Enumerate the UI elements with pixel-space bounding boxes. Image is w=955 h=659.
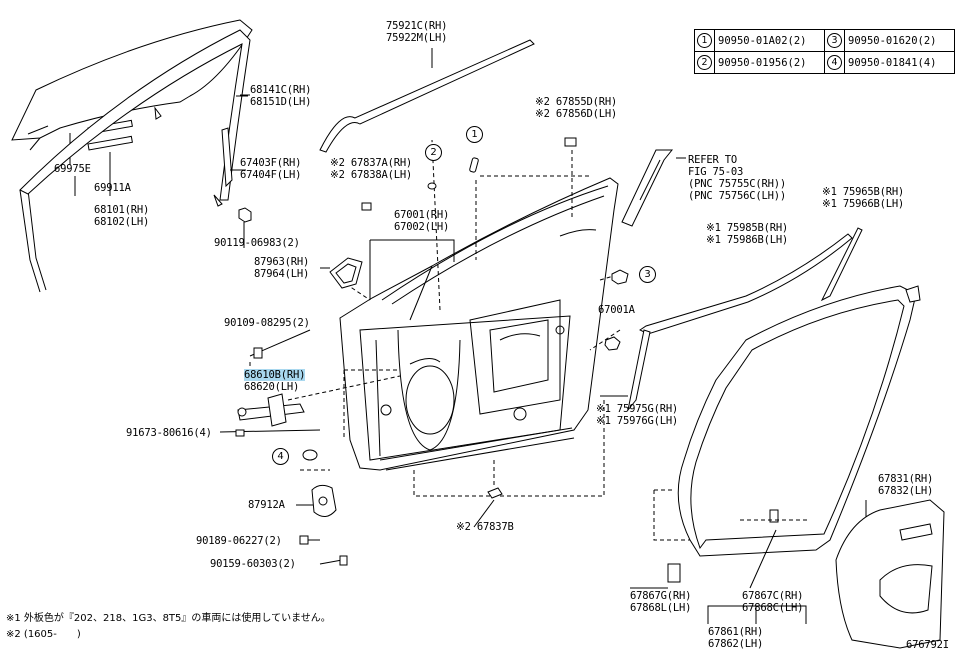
clip-67855-drawing <box>564 137 577 147</box>
legend-num-2: 2 <box>697 55 712 70</box>
callout-4: 4 <box>272 448 289 465</box>
callout-1: 1 <box>466 126 483 143</box>
inner-panel-drawing <box>835 499 945 649</box>
label-69975e[interactable]: 69975E <box>54 163 91 175</box>
door-panel-drawing <box>339 177 619 471</box>
footnote-1: ※1 外板色が『202、218、1G3、8T5』の車両には使用していません。 <box>6 613 331 624</box>
label-75921c[interactable]: 75921C(RH)75922M(LH) <box>386 20 448 44</box>
legend-num-4: 4 <box>827 55 842 70</box>
label-67001a[interactable]: 67001A <box>598 304 635 316</box>
label-90119[interactable]: 90119-06983(2) <box>214 237 300 249</box>
label-69911a[interactable]: 69911A <box>94 182 131 194</box>
legend-part-1: 90950-01A02(2) <box>714 29 825 52</box>
legend-part-4: 90950-01841(4) <box>844 51 955 74</box>
footnote-2: ※2 (1605- ) <box>6 629 81 640</box>
label-75965b[interactable]: ※1 75965B(RH)※1 75966B(LH) <box>822 186 905 210</box>
label-67867g[interactable]: 67867G(RH)67868L(LH) <box>630 590 692 614</box>
label-87963[interactable]: 87963(RH)87964(LH) <box>254 256 310 280</box>
label-87912a[interactable]: 87912A <box>248 499 285 511</box>
clip-67837a-drawing <box>361 202 372 211</box>
label-91673[interactable]: 91673-80616(4) <box>126 427 212 439</box>
diagram-id: 676792I <box>906 639 949 651</box>
label-90109[interactable]: 90109-08295(2) <box>224 317 310 329</box>
legend-num-1: 1 <box>697 33 712 48</box>
garnish-drawing <box>221 127 233 188</box>
legend-part-3: 90950-01620(2) <box>844 29 955 52</box>
belt-moulding-drawing <box>319 39 535 153</box>
label-90159[interactable]: 90159-60303(2) <box>210 558 296 570</box>
door-check-drawing <box>235 347 305 437</box>
label-67403f[interactable]: 67403F(RH)67404F(LH) <box>240 157 302 181</box>
cover-87963-drawing <box>329 257 363 289</box>
label-90189[interactable]: 90189-06227(2) <box>196 535 282 547</box>
label-68620[interactable]: 68620(LH) <box>244 381 300 393</box>
label-68141c[interactable]: 68141C(RH)68151D(LH) <box>250 84 312 108</box>
label-75985b[interactable]: ※1 75985B(RH)※1 75986B(LH) <box>706 222 789 246</box>
lock-striker-drawing <box>311 484 337 517</box>
label-68610b-highlighted[interactable]: 68610B(RH) <box>244 369 306 381</box>
callout-3: 3 <box>639 266 656 283</box>
label-67001[interactable]: 67001(RH)67002(LH) <box>394 209 450 233</box>
label-67837a[interactable]: ※2 67837A(RH)※2 67838A(LH) <box>330 157 413 181</box>
label-75975g[interactable]: ※1 75975G(RH)※1 75976G(LH) <box>596 403 679 427</box>
label-67861[interactable]: 67861(RH)67862(LH) <box>708 626 764 650</box>
legend-num-3: 3 <box>827 33 842 48</box>
dashed-leaders <box>249 139 621 497</box>
label-68101[interactable]: 68101(RH)68102(LH) <box>94 204 150 228</box>
label-67855d[interactable]: ※2 67855D(RH)※2 67856D(LH) <box>535 96 618 120</box>
legend-table: 1 90950-01A02(2) 3 90950-01620(2) 2 9095… <box>694 29 955 74</box>
label-67831[interactable]: 67831(RH)67832(LH) <box>878 473 934 497</box>
callout-2: 2 <box>425 144 442 161</box>
legend-part-2: 90950-01956(2) <box>714 51 825 74</box>
weatherstrip-drawing <box>627 227 921 583</box>
label-67837b[interactable]: ※2 67837B <box>456 521 514 533</box>
label-67867c[interactable]: 67867C(RH)67868C(LH) <box>742 590 804 614</box>
